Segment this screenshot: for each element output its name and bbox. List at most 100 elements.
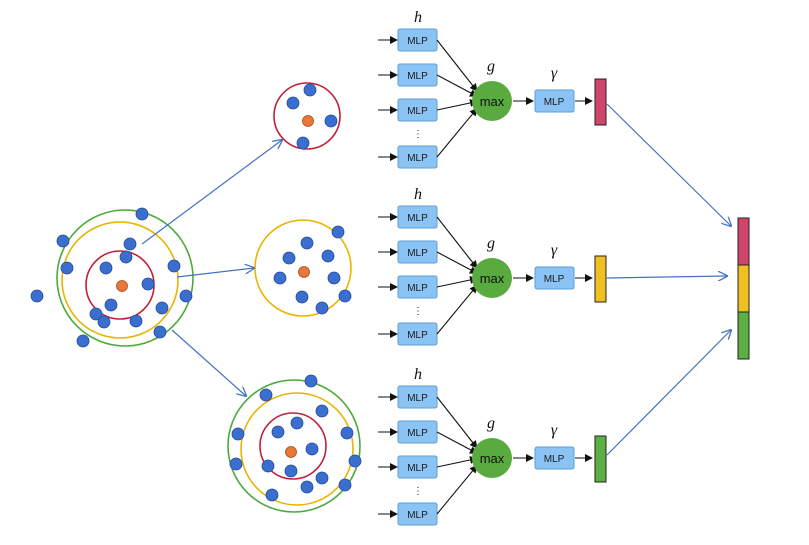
scale-ring: [259, 412, 327, 480]
mlp-label: MLP: [407, 428, 428, 439]
mlp-label: MLP: [407, 510, 428, 521]
point: [97, 315, 111, 329]
point: [273, 271, 287, 285]
ellipsis: ⋮: [413, 129, 423, 140]
mlp-label: MLP: [407, 106, 428, 117]
concat-feature-red: [737, 217, 750, 266]
max-pool-node: [472, 258, 512, 298]
network-layer: hMLPMLPMLPMLP⋮gmaxγMLPhMLPMLPMLPMLP⋮gmax…: [378, 9, 750, 526]
point: [286, 96, 300, 110]
arrows-layer: [141, 103, 731, 456]
h-label: h: [414, 186, 422, 203]
scale-ring: [240, 392, 354, 506]
point: [135, 207, 149, 221]
mlp-label: MLP: [407, 153, 428, 164]
point: [315, 404, 329, 418]
point: [300, 236, 314, 250]
grouping-arrow: [141, 140, 282, 245]
mlp-box: [534, 266, 575, 290]
point: [304, 374, 318, 388]
point: [167, 259, 181, 273]
scale-ring: [56, 209, 194, 347]
mlp-label: MLP: [407, 283, 428, 294]
grouping-arrow: [176, 268, 254, 278]
points-layer: [30, 83, 362, 502]
grouping-arrow: [171, 329, 246, 396]
concat-feature-green: [737, 311, 750, 360]
to-max-arrow: [436, 396, 478, 449]
to-max-arrow: [436, 464, 478, 515]
point: [141, 277, 155, 291]
to-max-arrow: [436, 39, 478, 92]
g-label: g: [487, 415, 495, 432]
point: [56, 234, 70, 248]
point: [231, 427, 245, 441]
point: [300, 480, 314, 494]
ellipsis: ⋮: [413, 486, 423, 497]
mlp-box: [534, 446, 575, 470]
grouping-arrow: [606, 103, 731, 226]
point: [338, 289, 352, 303]
scale-ring: [61, 221, 179, 339]
point: [338, 478, 352, 492]
point: [179, 289, 193, 303]
point: [295, 290, 309, 304]
h-label: h: [414, 9, 422, 26]
medium-scale-feature-bar: [594, 255, 607, 303]
mlp-box: [534, 89, 575, 113]
center-point: [116, 280, 128, 292]
point: [129, 314, 143, 328]
point: [315, 471, 329, 485]
to-max-arrow: [436, 431, 478, 454]
small-scale-feature-bar: [594, 78, 607, 126]
to-max-arrow: [436, 276, 478, 288]
mlp-label: MLP: [407, 213, 428, 224]
point: [284, 464, 298, 478]
point: [104, 298, 118, 312]
h-label: h: [414, 366, 422, 383]
concat-feature-yellow: [737, 264, 750, 313]
point: [324, 114, 338, 128]
max-label: max: [480, 271, 505, 286]
large-scale-feature-bar: [594, 435, 607, 483]
to-max-arrow: [436, 107, 478, 158]
point: [271, 425, 285, 439]
point: [153, 325, 167, 339]
mlp-label: MLP: [407, 248, 428, 259]
mlp-label: MLP: [544, 454, 565, 465]
max-pool-node: [472, 81, 512, 121]
mlp-label: MLP: [407, 330, 428, 341]
gamma-label: γ: [551, 422, 558, 439]
to-max-arrow: [436, 284, 478, 335]
center-point: [285, 446, 297, 458]
to-max-arrow: [436, 99, 478, 111]
point: [348, 454, 362, 468]
mlp-label: MLP: [407, 463, 428, 474]
grouping-arrow: [606, 276, 727, 278]
grouping-arrow: [606, 330, 731, 456]
point: [229, 457, 243, 471]
point: [259, 388, 273, 402]
g-label: g: [487, 235, 495, 252]
gamma-label: γ: [551, 242, 558, 259]
point: [331, 225, 345, 239]
g-label: g: [487, 58, 495, 75]
mlp-label: MLP: [407, 393, 428, 404]
center-point: [302, 115, 314, 127]
point: [340, 426, 354, 440]
to-max-arrow: [436, 456, 478, 468]
point: [303, 83, 317, 97]
mlp-label: MLP: [544, 97, 565, 108]
point: [123, 237, 137, 251]
point: [282, 251, 296, 265]
to-max-arrow: [436, 216, 478, 269]
mlp-label: MLP: [407, 71, 428, 82]
max-pool-node: [472, 438, 512, 478]
point: [76, 334, 90, 348]
max-label: max: [480, 451, 505, 466]
point: [30, 289, 44, 303]
point: [155, 301, 169, 315]
point: [296, 136, 310, 150]
point: [305, 442, 319, 456]
